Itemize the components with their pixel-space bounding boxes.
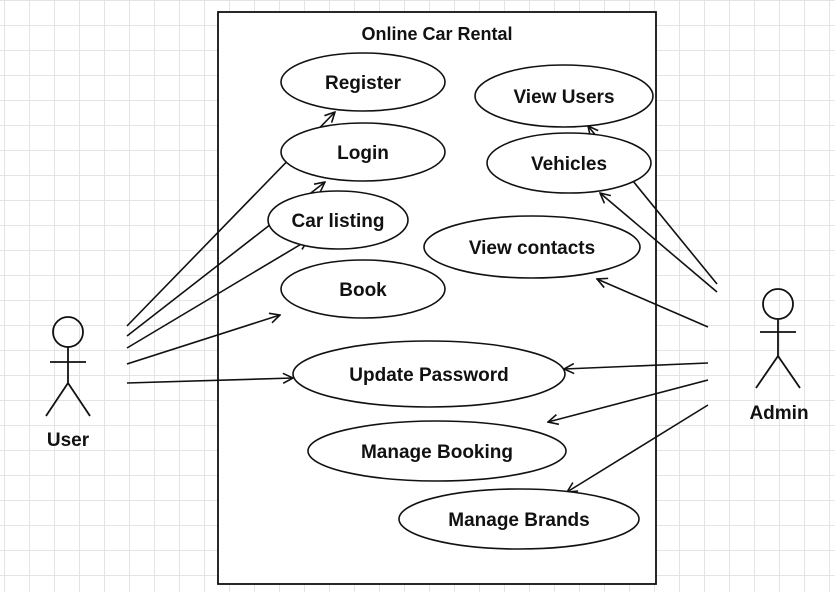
association-admin-manage-booking[interactable] [548, 379, 709, 422]
use-case-label: Register [325, 73, 402, 94]
use-case-label: Update Password [349, 365, 508, 386]
use-case-label: View Users [513, 87, 614, 108]
use-case-manage-brands[interactable]: Manage Brands [398, 488, 640, 550]
use-case-label: Car listing [292, 211, 385, 232]
stick-figure-icon [45, 316, 91, 417]
association-user-book[interactable] [126, 315, 280, 365]
use-case-label: View contacts [469, 238, 595, 259]
system-title: Online Car Rental [361, 24, 512, 44]
actor-admin[interactable]: Admin [749, 288, 809, 424]
stick-figure-icon [755, 288, 801, 389]
use-case-register[interactable]: Register [280, 52, 446, 112]
association-user-car-listing[interactable] [126, 240, 308, 349]
association-user-update-password[interactable] [126, 378, 293, 383]
use-case-view-users[interactable]: View Users [474, 64, 654, 128]
use-case-label: Login [337, 143, 389, 164]
association-admin-update-password[interactable] [564, 362, 709, 369]
actor-label: Admin [749, 403, 808, 424]
use-case-manage-booking[interactable]: Manage Booking [307, 420, 567, 482]
actor-user[interactable]: User [45, 316, 91, 451]
association-admin-manage-brands[interactable] [567, 404, 709, 492]
actor-label: User [47, 430, 90, 451]
association-admin-vehicles[interactable] [600, 193, 718, 293]
use-case-label: Manage Booking [361, 442, 513, 463]
use-case-label: Manage Brands [448, 510, 589, 531]
use-case-book[interactable]: Book [280, 259, 446, 319]
association-admin-view-contacts[interactable] [597, 279, 709, 328]
use-case-vehicles[interactable]: Vehicles [486, 132, 652, 194]
use-case-car-listing[interactable]: Car listing [267, 190, 409, 250]
use-case-label: Vehicles [531, 154, 607, 175]
use-case-update-password[interactable]: Update Password [292, 340, 566, 408]
use-case-label: Book [339, 280, 387, 301]
use-case-login[interactable]: Login [280, 122, 446, 182]
use-case-view-contacts[interactable]: View contacts [423, 215, 641, 279]
associations [126, 112, 718, 492]
